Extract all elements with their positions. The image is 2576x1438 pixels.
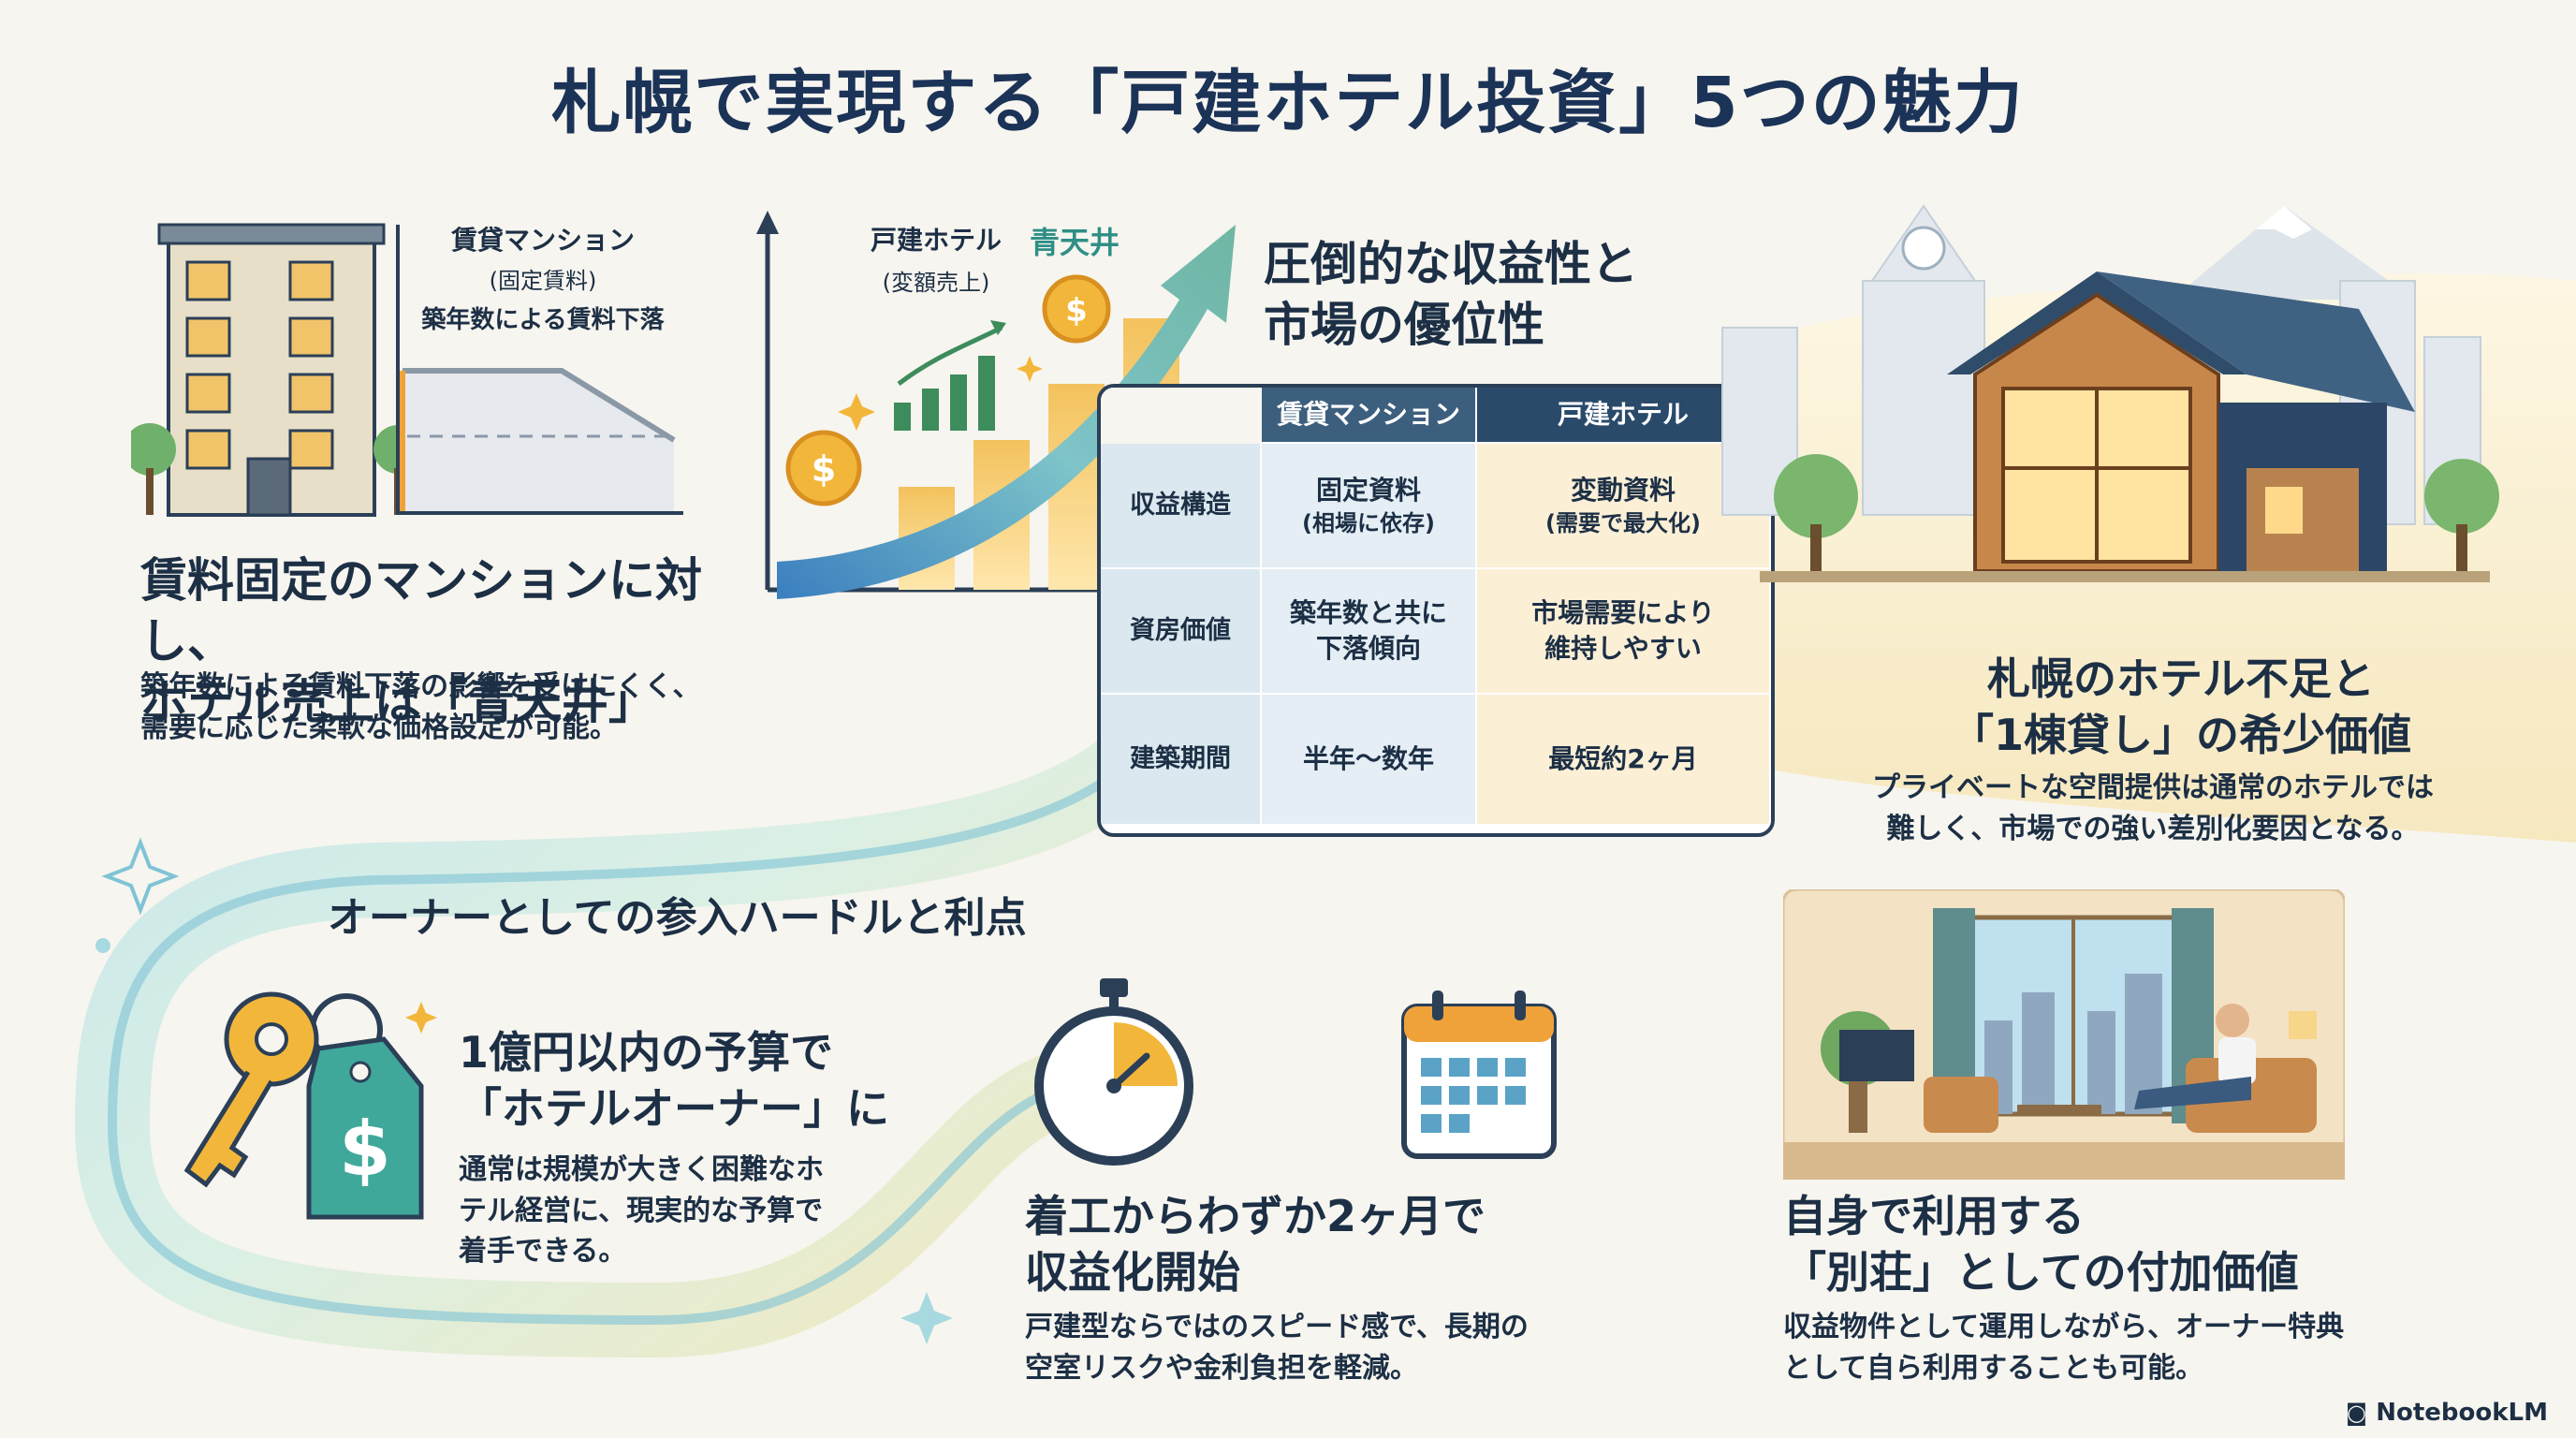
s4-body-line1: 通常は規模が大きく困難なホ xyxy=(459,1153,824,1186)
s1-body-line1: 築年数による賃料下落の影響を受けにくく、 xyxy=(140,670,701,703)
s6-heading-line2: 「別荘」としての付加価値 xyxy=(1783,1246,2299,1298)
table-cell: 変動資料 (需要で最大化) xyxy=(1477,444,1771,569)
s4-heading-line2: 「ホテルオーナー」に xyxy=(459,1082,889,1134)
s6-body-line1: 収益物件として運用しながら、オーナー特典 xyxy=(1783,1311,2345,1343)
cell-main: 市場需要により xyxy=(1531,597,1715,629)
hotel-chart-sublabel: (変額売上) xyxy=(882,270,990,296)
cell-sub: (需要で最大化) xyxy=(1545,509,1701,536)
s3-body-line2: 難しく、市場での強い差別化要因となる。 xyxy=(1886,812,2420,845)
svg-text:$: $ xyxy=(812,448,836,490)
s1-body-line2: 需要に応じた柔軟な価格設定が可能。 xyxy=(140,711,618,744)
table-cell: 半年〜数年 xyxy=(1262,695,1477,826)
apartment-label: 賃貸マンション xyxy=(450,225,635,256)
page-title: 札幌で実現する「戸建ホテル投資」5つの魅力 xyxy=(551,63,2025,143)
s3-body: プライベートな空間提供は通常のホテルでは 難しく、市場での強い差別化要因となる。 xyxy=(1816,768,2490,849)
apartment-sublabel: (固定賃料) xyxy=(489,268,597,294)
comparison-table: 賃貸マンション 戸建ホテル 収益構造 固定資料 (相場に依存) 変動資料 (需要で最… xyxy=(1097,384,1775,837)
s4-body-line2: テル経営に、現実的な予算で xyxy=(459,1194,824,1227)
s5-heading-line1: 着工からわずか2ヶ月で xyxy=(1025,1191,1486,1241)
s6-heading-line1: 自身で利用する xyxy=(1783,1191,2085,1241)
s3-heading-line1: 札幌のホテル不足と xyxy=(1987,653,2375,704)
notebooklm-logo: ◙ NotebookLM xyxy=(2346,1399,2548,1427)
sapporo-house-illustration xyxy=(1721,204,2499,582)
s5-body-line1: 戸建型ならではのスピード感で、長期の xyxy=(1025,1311,1529,1343)
table-cell: 築年数と共に下落傾向 xyxy=(1262,569,1477,695)
s4-body: 通常は規模が大きく困難なホ テル経営に、現実的な予算で 着手できる。 xyxy=(459,1150,852,1272)
s2-heading-line2: 市場の優位性 xyxy=(1264,298,1544,352)
table-corner xyxy=(1101,388,1262,444)
s6-body-line2: として自ら利用することも可能。 xyxy=(1783,1351,2204,1385)
s6-heading: 自身で利用する 「別荘」としての付加価値 xyxy=(1783,1189,2457,1301)
table-header-hotel: 戸建ホテル xyxy=(1477,388,1771,444)
table-cell: 固定資料 (相場に依存) xyxy=(1262,444,1477,569)
cell-main: 築年数と共に xyxy=(1289,597,1447,629)
s1-heading-line2: ホテル売上は「青天井」 xyxy=(140,675,655,729)
table-row-label: 資房価値 xyxy=(1101,569,1262,695)
s3-heading: 札幌のホテル不足と 「1棟貸し」の希少価値 xyxy=(1900,652,2462,764)
s5-heading-line2: 収益化開始 xyxy=(1025,1246,1240,1298)
notebooklm-icon: ◙ xyxy=(2345,1400,2368,1426)
hotel-chart-label: 戸建ホテル xyxy=(870,225,1002,256)
s4-heading-line1: 1億円以内の予算で xyxy=(459,1027,834,1078)
key-icon: $ xyxy=(183,991,437,1220)
svg-text:$: $ xyxy=(339,1106,391,1193)
table-cell: 最短約2ヶ月 xyxy=(1477,695,1771,826)
s2-heading: 圧倒的な収益性と 市場の優位性 xyxy=(1264,234,1750,356)
s3-heading-line2: 「1棟貸し」の希少価値 xyxy=(1950,709,2411,760)
s4-heading: 1億円以内の予算で 「ホテルオーナー」に xyxy=(459,1025,983,1137)
svg-text:$: $ xyxy=(1065,292,1088,330)
table-row-label: 収益構造 xyxy=(1101,444,1262,569)
section-title-owner: オーナーとしての参入ハードルと利点 xyxy=(328,894,1027,942)
table-header-apartment: 賃貸マンション xyxy=(1262,388,1477,444)
cell-sub: (相場に依存) xyxy=(1302,509,1435,536)
stopwatch-icon xyxy=(1034,978,1193,1166)
apartment-illustration xyxy=(131,223,683,517)
s4-body-line3: 着手できる。 xyxy=(459,1235,627,1268)
s3-body-line1: プライベートな空間提供は通常のホテルでは xyxy=(1872,771,2434,804)
s2-heading-line1: 圧倒的な収益性と xyxy=(1264,237,1638,291)
s5-body-line2: 空室リスクや金利負担を軽減。 xyxy=(1025,1351,1418,1385)
cell-sub: 下落傾向 xyxy=(1315,633,1421,664)
s1-heading: 賃料固定のマンションに対し、 ホテル売上は「青天井」 xyxy=(140,550,739,733)
calendar-icon xyxy=(1401,990,1557,1159)
table-cell: 市場需要により維持しやすい xyxy=(1477,569,1771,695)
s5-body: 戸建型ならではのスピード感で、長期の 空室リスクや金利負担を軽減。 xyxy=(1025,1307,1605,1388)
table-row-label: 建築期間 xyxy=(1101,695,1262,826)
s1-body: 築年数による賃料下落の影響を受けにくく、 需要に応じた柔軟な価格設定が可能。 xyxy=(140,667,739,748)
rent-decline-label: 築年数による賃料下落 xyxy=(421,306,665,334)
s6-body: 収益物件として運用しながら、オーナー特典 として自ら利用することも可能。 xyxy=(1783,1307,2457,1388)
cell-sub: 維持しやすい xyxy=(1544,633,1702,664)
villa-lounge-illustration xyxy=(1783,889,2345,1180)
notebooklm-label: NotebookLM xyxy=(2376,1399,2548,1427)
cell-main: 変動資料 xyxy=(1570,474,1676,506)
s5-heading: 着工からわずか2ヶ月で 収益化開始 xyxy=(1025,1189,1605,1301)
s1-heading-line1: 賃料固定のマンションに対し、 xyxy=(140,553,702,668)
sky-limit-label: 青天井 xyxy=(1030,225,1120,260)
cell-main: 固定資料 xyxy=(1315,474,1421,506)
